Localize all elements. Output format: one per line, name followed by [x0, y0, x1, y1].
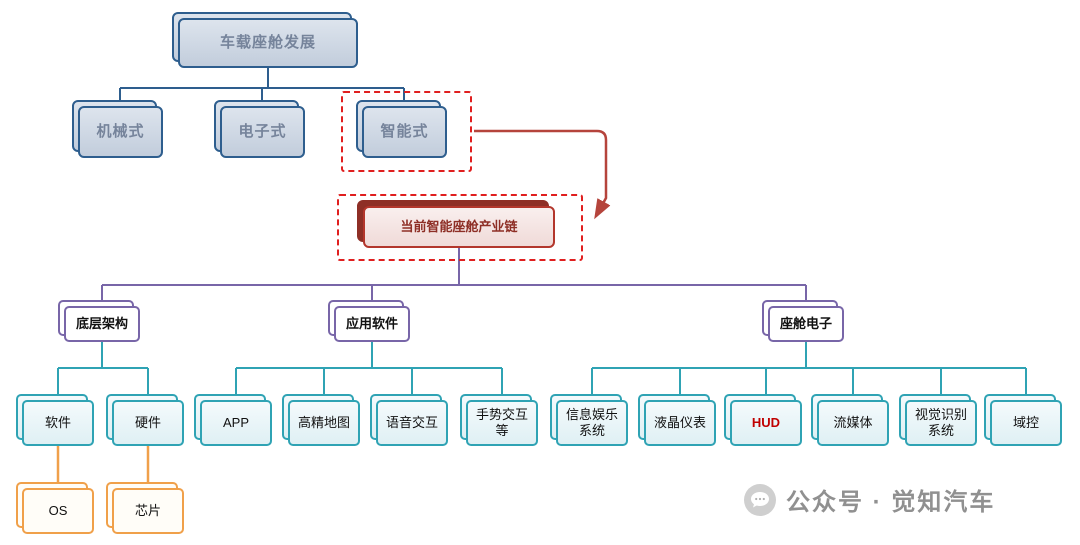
highlight-dashed-box-smart [341, 91, 472, 172]
node-chain: 当前智能座舱产业链 [357, 200, 555, 248]
node-label: 视觉识别系统 [905, 400, 977, 446]
node-label: 软件 [22, 400, 94, 446]
node-label: 当前智能座舱产业链 [363, 206, 555, 248]
node-label: 座舱电子 [768, 306, 844, 342]
node-smart: 智能式 [356, 100, 447, 158]
purple-tree-connector [101, 248, 807, 306]
node-label: 信息娱乐系统 [556, 400, 628, 446]
node-root: 车载座舱发展 [172, 12, 358, 68]
node-app: APP [194, 394, 272, 446]
node-architecture: 底层架构 [58, 300, 140, 342]
teal-connector-software [235, 342, 503, 400]
chat-bubble-icon [744, 483, 776, 516]
node-label: 应用软件 [334, 306, 410, 342]
node-label: 电子式 [220, 106, 305, 158]
node-label: 流媒体 [817, 400, 889, 446]
teal-connector-electronics [591, 342, 1027, 400]
node-cockpit-electronics: 座舱电子 [762, 300, 844, 342]
node-hardware: 硬件 [106, 394, 184, 446]
node-label: 机械式 [78, 106, 163, 158]
node-lcd-cluster: 液晶仪表 [638, 394, 716, 446]
node-hud: HUD [724, 394, 802, 446]
node-hd-map: 高精地图 [282, 394, 360, 446]
node-label: HUD [730, 400, 802, 446]
node-os: OS [16, 482, 94, 534]
top-tree-connector [119, 68, 405, 106]
watermark: 公众号 · 觉知汽车 [744, 482, 995, 517]
node-streaming-media: 流媒体 [811, 394, 889, 446]
node-label: 底层架构 [64, 306, 140, 342]
node-domain-controller: 域控 [984, 394, 1062, 446]
red-arrow [474, 129, 611, 220]
node-label: 高精地图 [288, 400, 360, 446]
node-label: 域控 [990, 400, 1062, 446]
watermark-text: 公众号 · 觉知汽车 [786, 489, 996, 516]
node-label: 液晶仪表 [644, 400, 716, 446]
node-app-software: 应用软件 [328, 300, 410, 342]
node-label: 硬件 [112, 400, 184, 446]
node-software: 软件 [16, 394, 94, 446]
node-mechanical: 机械式 [72, 100, 163, 158]
node-label: OS [22, 488, 94, 534]
node-label: APP [200, 400, 272, 446]
node-infotainment: 信息娱乐系统 [550, 394, 628, 446]
highlight-dashed-box-chain [337, 194, 583, 261]
node-label: 车载座舱发展 [178, 18, 358, 68]
node-electronic: 电子式 [214, 100, 305, 158]
teal-connector-architecture [57, 342, 149, 400]
node-chip: 芯片 [106, 482, 184, 534]
node-label: 芯片 [112, 488, 184, 534]
node-label: 智能式 [362, 106, 447, 158]
node-label: 语音交互 [376, 400, 448, 446]
orange-connectors [56, 446, 150, 488]
node-gesture-interaction: 手势交互等 [460, 394, 538, 446]
node-label: 手势交互等 [466, 400, 538, 446]
node-vision-recognition: 视觉识别系统 [899, 394, 977, 446]
node-voice-interaction: 语音交互 [370, 394, 448, 446]
